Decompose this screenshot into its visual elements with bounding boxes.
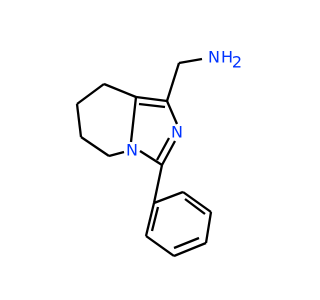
bond-phenyl-1 — [153, 190, 184, 205]
bond-phenyl-4 — [173, 241, 207, 258]
bond-phenyl-3 — [204, 211, 213, 244]
amine-hydrogen-label: H — [221, 48, 233, 67]
bond-c1-c8a-double — [138, 102, 166, 109]
bond-c5-n4 — [108, 150, 125, 158]
bond-phenyl-6 — [144, 202, 156, 237]
bond-phenyl-5 — [145, 235, 175, 257]
imidazole-nitrogen-label: N — [171, 123, 183, 142]
bond-c1-ch2 — [165, 62, 181, 102]
bond-c8a-c8 — [103, 82, 137, 99]
amine-nitrogen-label: N — [208, 48, 220, 67]
bond-c3-phenyl — [152, 164, 164, 204]
bond-c1-n2 — [165, 100, 179, 125]
bond-c1-c8a — [135, 95, 168, 103]
bond-c8-c7 — [76, 83, 105, 105]
bridgehead-nitrogen-label: N — [126, 141, 138, 160]
molecule-canvas: N H 2 N N — [75, 47, 243, 258]
bond-n4-c8a — [129, 96, 138, 143]
bond-ch2-nh2 — [178, 57, 203, 65]
bond-c3-n4 — [139, 150, 163, 166]
bond-phenyl-double-3 — [150, 206, 160, 232]
bond-phenyl-double-2 — [173, 236, 200, 250]
bond-phenyl-double-1 — [184, 198, 206, 215]
amine-hydrogen-count: 2 — [232, 53, 242, 72]
bond-n2-c3 — [160, 140, 177, 166]
bond-n2-c3-double — [155, 137, 171, 161]
bond-c7-c6 — [75, 103, 83, 138]
bond-phenyl-2 — [182, 191, 212, 213]
bond-c6-c5 — [80, 136, 110, 157]
bond-lines — [75, 57, 213, 258]
chemical-structure-diagram: N H 2 N N — [75, 48, 242, 258]
atom-labels: N H 2 N N — [126, 48, 242, 160]
